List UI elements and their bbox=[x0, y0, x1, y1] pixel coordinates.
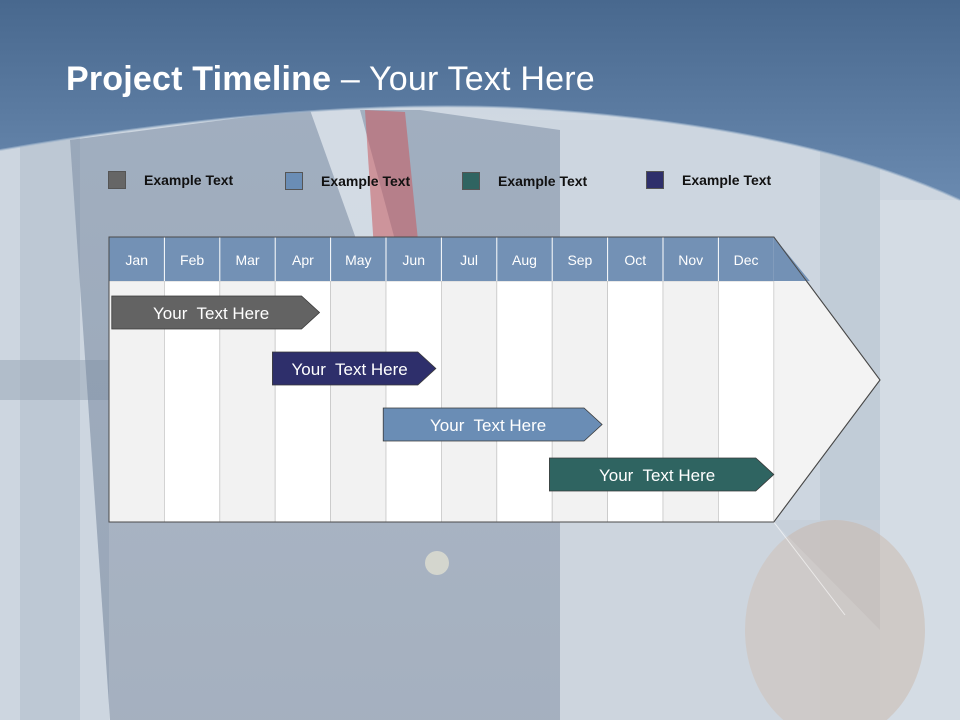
task-label: Your Text Here bbox=[599, 466, 715, 485]
month-label: Feb bbox=[180, 252, 204, 268]
month-label: Apr bbox=[292, 252, 314, 268]
reflection-edge bbox=[773, 521, 846, 616]
task-bar bbox=[549, 457, 775, 492]
month-column bbox=[440, 280, 498, 523]
task-label: Your Text Here bbox=[153, 304, 269, 323]
task-bar bbox=[382, 407, 603, 442]
month-column bbox=[330, 280, 387, 523]
task-bar bbox=[272, 351, 437, 386]
month-label: May bbox=[345, 252, 371, 268]
legend-swatch bbox=[462, 172, 480, 190]
legend-label: Example Text bbox=[144, 172, 234, 188]
month-label: Aug bbox=[512, 252, 537, 268]
legend-item-4: Example Text bbox=[646, 170, 771, 190]
legend-label: Example Text bbox=[498, 173, 588, 189]
timeline-outline bbox=[108, 236, 881, 523]
month-label: Sep bbox=[567, 252, 592, 268]
legend-label: Example Text bbox=[321, 173, 411, 189]
month-label: Oct bbox=[624, 252, 646, 268]
legend-swatch bbox=[285, 172, 303, 190]
legend-swatch bbox=[108, 171, 126, 189]
legend-label: Example Text bbox=[682, 172, 772, 188]
task-label: Your Text Here bbox=[292, 360, 408, 379]
month-label: Nov bbox=[678, 252, 703, 268]
month-label: Dec bbox=[734, 252, 759, 268]
task-label: Your Text Here bbox=[430, 416, 546, 435]
month-column bbox=[385, 280, 442, 523]
month-label: Mar bbox=[235, 252, 259, 268]
month-label: Jan bbox=[125, 252, 148, 268]
task-bar bbox=[111, 295, 321, 330]
title-bold: Project Timeline bbox=[66, 60, 332, 98]
legend-swatch bbox=[646, 171, 664, 189]
header-arrow-tip bbox=[773, 237, 810, 281]
month-label: Jun bbox=[402, 252, 425, 268]
month-label: Jul bbox=[460, 252, 478, 268]
timeline-reflection bbox=[109, 522, 880, 720]
legend-item-1: Example Text bbox=[108, 170, 233, 190]
legend-item-3: Example Text bbox=[462, 171, 587, 191]
legend-item-2: Example Text bbox=[285, 171, 410, 191]
slide-title: Project Timeline – Your Text Here bbox=[66, 60, 595, 99]
title-rest: – Your Text Here bbox=[331, 60, 595, 98]
month-column bbox=[496, 280, 553, 523]
